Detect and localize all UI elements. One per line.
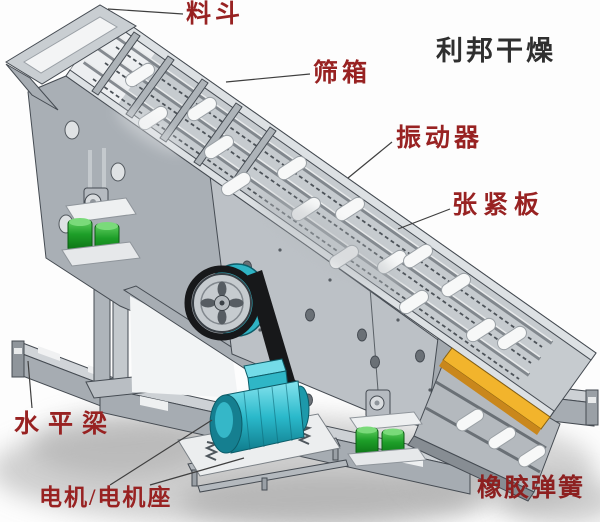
motor [209, 358, 310, 454]
leader-screen-box [225, 73, 311, 83]
rubber-spring-left [61, 187, 141, 267]
hopper [5, 4, 137, 111]
leader-motor-base [149, 457, 245, 486]
leader-tension-plate [397, 208, 451, 230]
label-screen-box: 筛箱 [313, 60, 372, 87]
brand-text: 利邦干燥 [436, 36, 556, 66]
label-motor-and-base: 电机/电机座 [39, 485, 173, 510]
rubber-spring-right [347, 389, 427, 467]
leader-lines [27, 8, 451, 486]
label-horizontal-beam: 水平梁 [14, 411, 117, 438]
discharge-yellow-strip [439, 347, 551, 435]
motor-assembly [177, 358, 349, 493]
drive-belt [246, 270, 302, 418]
label-hopper: 料斗 [186, 1, 245, 28]
discharge-chute [407, 347, 561, 502]
leader-hopper [107, 8, 184, 15]
label-tension-plate: 张紧板 [452, 192, 546, 219]
label-vibrator: 振动器 [396, 125, 484, 152]
leader-horizontal-beam [27, 360, 33, 409]
label-rubber-spring: 橡胶弹簧 [477, 475, 586, 502]
leader-vibrator [347, 141, 393, 179]
blur-smudge [115, 106, 403, 293]
leader-motor [109, 419, 213, 486]
